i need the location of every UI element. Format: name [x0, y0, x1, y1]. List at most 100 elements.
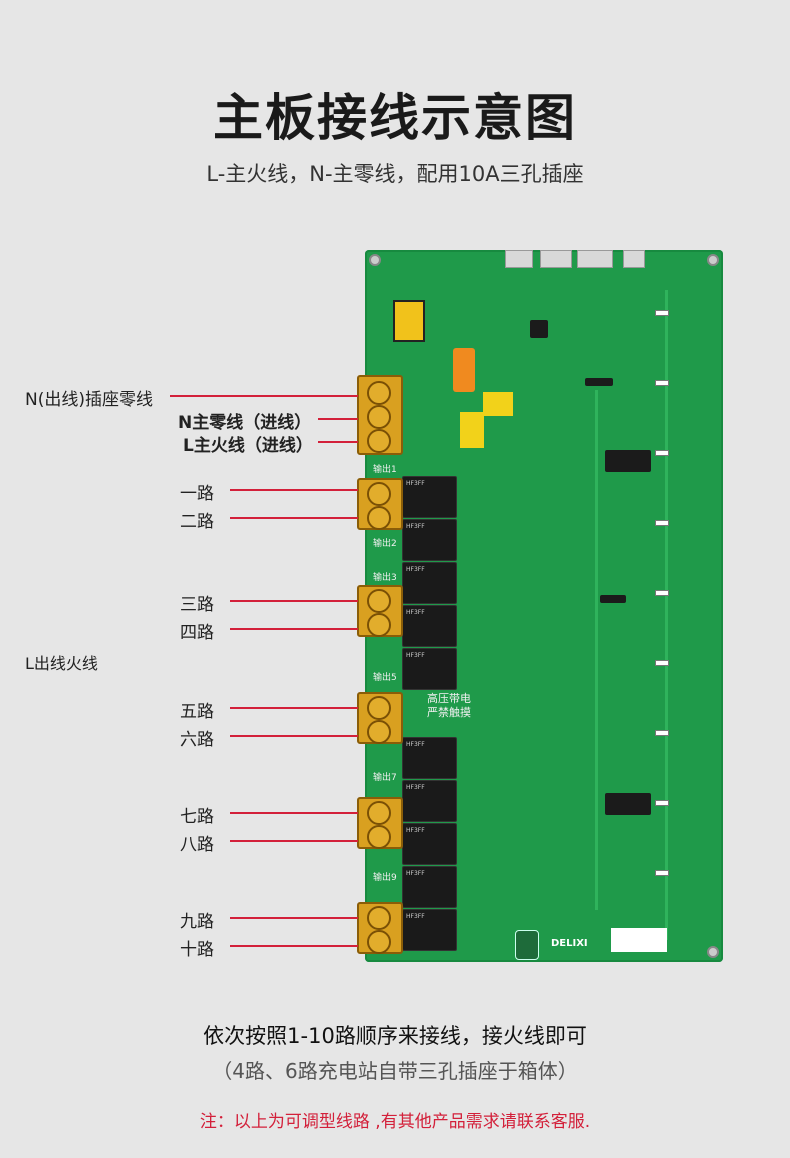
ic-chip [605, 793, 651, 815]
page-subtitle: L-主火线，N-主零线，配用10A三孔插座 [206, 162, 584, 186]
relay-text: HF3FF [406, 480, 425, 487]
trace [595, 390, 598, 910]
header-connector [623, 250, 645, 268]
output-label: 输出7 [373, 773, 397, 783]
pad [655, 870, 669, 876]
relay: HF3FF [402, 737, 457, 779]
wire-line [230, 917, 358, 919]
capacitor [460, 412, 484, 448]
terminal-block [357, 902, 403, 954]
transformer [393, 300, 425, 342]
relay: HF3FF [402, 780, 457, 822]
relay: HF3FF [402, 605, 457, 647]
label-l-out: L出线火线 [25, 654, 98, 673]
relay: HF3FF [402, 866, 457, 908]
pad [655, 520, 669, 526]
warning-text: 严禁触摸 [427, 706, 471, 719]
capacitor [515, 930, 539, 960]
terminal-block [357, 585, 403, 637]
route-label: 十路 [180, 940, 214, 960]
wire-line [230, 517, 358, 519]
warning-text: 高压带电 [427, 692, 471, 705]
output-label: 输出1 [373, 465, 397, 475]
screw-icon [367, 720, 391, 744]
wire-line [230, 628, 358, 630]
screw-icon [367, 906, 391, 930]
label-l-main: L主火线（进线） [183, 436, 313, 456]
wire-line [230, 735, 358, 737]
instruction-text: 依次按照1-10路顺序来接线，接火线即可 [203, 1024, 587, 1048]
route-label: 六路 [180, 730, 214, 750]
pad [655, 590, 669, 596]
route-label: 八路 [180, 835, 214, 855]
relay-text: HF3FF [406, 784, 425, 791]
note-text: 注：以上为可调型线路 ,有其他产品需求请联系客服. [199, 1112, 591, 1132]
label-n-out: N(出线)插座零线 [25, 390, 153, 410]
output-label: 输出2 [373, 539, 397, 549]
relay: HF3FF [402, 476, 457, 518]
wire-line [318, 418, 358, 420]
route-label: 二路 [180, 512, 214, 532]
screw-icon [367, 506, 391, 530]
ic-chip [585, 378, 613, 386]
relay: HF3FF [402, 823, 457, 865]
wire-line [230, 945, 358, 947]
pad [655, 310, 669, 316]
screw-icon [367, 405, 391, 429]
mount-hole [369, 254, 381, 266]
wire-line [230, 600, 358, 602]
route-label: 五路 [180, 702, 214, 722]
route-label: 三路 [180, 595, 214, 615]
capacitor [483, 392, 513, 416]
brand-text: DELIXI [551, 938, 588, 949]
relay-text: HF3FF [406, 827, 425, 834]
ic-chip [600, 595, 626, 603]
wire-line [230, 840, 358, 842]
wire-line [318, 441, 358, 443]
header-connector [577, 250, 613, 268]
terminal-block-main [357, 375, 403, 455]
wire-line [170, 395, 358, 397]
wire-line [230, 812, 358, 814]
screw-icon [367, 801, 391, 825]
product-sticker [611, 928, 667, 952]
pad [655, 380, 669, 386]
output-label: 输出3 [373, 573, 397, 583]
screw-icon [367, 930, 391, 954]
relay: HF3FF [402, 648, 457, 690]
mount-hole [707, 254, 719, 266]
terminal-block [357, 797, 403, 849]
terminal-block [357, 692, 403, 744]
route-label: 四路 [180, 623, 214, 643]
wire-line [230, 489, 358, 491]
route-label: 一路 [180, 484, 214, 504]
output-label: 输出9 [373, 873, 397, 883]
route-label: 七路 [180, 807, 214, 827]
screw-icon [367, 613, 391, 637]
relay-text: HF3FF [406, 523, 425, 530]
relay-text: HF3FF [406, 652, 425, 659]
output-label: 输出5 [373, 673, 397, 683]
screw-icon [367, 429, 391, 453]
screw-icon [367, 696, 391, 720]
relay-text: HF3FF [406, 566, 425, 573]
ic-chip [530, 320, 548, 338]
relay-text: HF3FF [406, 609, 425, 616]
ic-chip [605, 450, 651, 472]
pad [655, 730, 669, 736]
relay-text: HF3FF [406, 913, 425, 920]
instruction-subtext: （4路、6路充电站自带三孔插座于箱体） [212, 1059, 578, 1083]
relay-text: HF3FF [406, 870, 425, 877]
relay-text: HF3FF [406, 741, 425, 748]
pad [655, 800, 669, 806]
screw-icon [367, 381, 391, 405]
pad [655, 450, 669, 456]
trace [665, 290, 668, 940]
capacitor [453, 348, 475, 392]
relay: HF3FF [402, 519, 457, 561]
mount-hole [707, 946, 719, 958]
relay: HF3FF [402, 909, 457, 951]
route-label: 九路 [180, 912, 214, 932]
relay: HF3FF [402, 562, 457, 604]
header-connector [505, 250, 533, 268]
